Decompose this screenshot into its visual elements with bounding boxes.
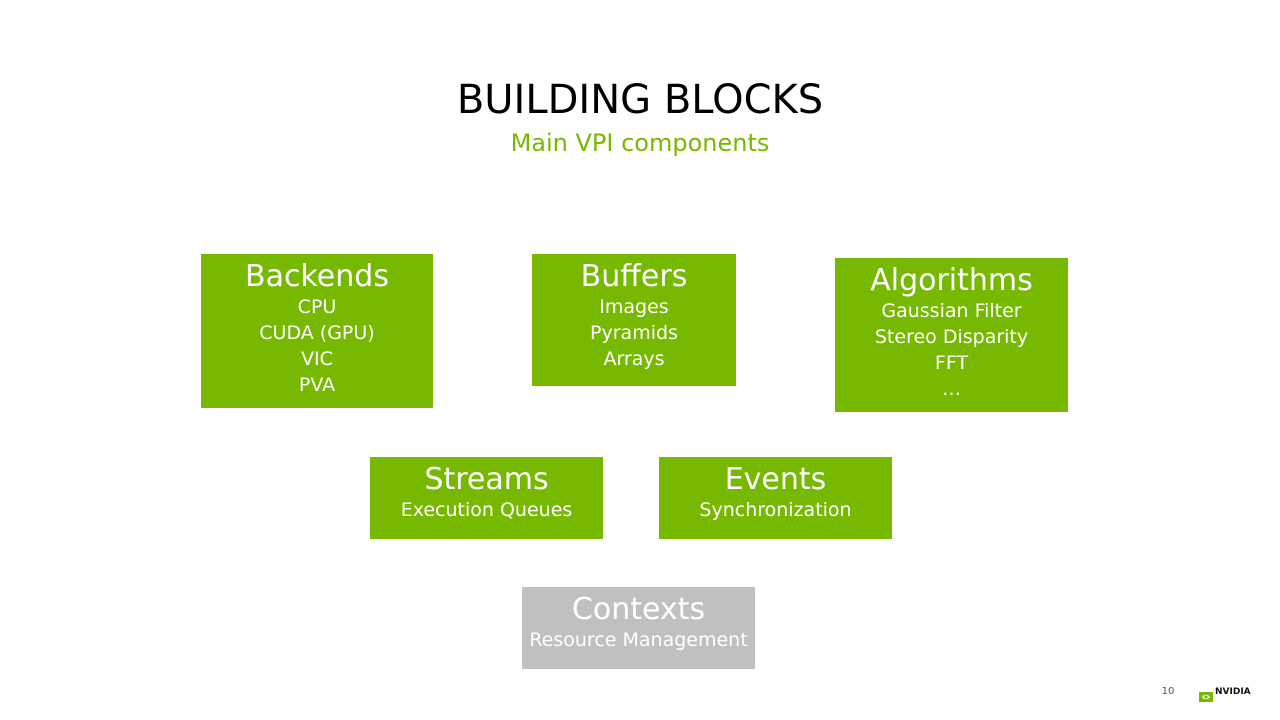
page-number: 10 (1161, 686, 1175, 697)
algorithms-item: … (942, 378, 961, 400)
backends-item: CUDA (GPU) (259, 322, 375, 344)
events-block: Events Synchronization (659, 457, 892, 539)
contexts-description: Resource Management (529, 629, 748, 651)
events-title: Events (724, 462, 827, 497)
buffers-list: Images Pyramids Arrays (532, 294, 736, 372)
buffers-item: Arrays (603, 348, 665, 370)
algorithms-block: Algorithms Gaussian Filter Stereo Dispar… (835, 258, 1068, 412)
buffers-title: Buffers (580, 259, 688, 294)
contexts-block: Contexts Resource Management (522, 587, 755, 669)
logo-wordmark: NVIDIA (1215, 687, 1251, 697)
slide-subtitle: Main VPI components (510, 129, 770, 157)
events-description: Synchronization (699, 499, 852, 521)
buffers-item: Images (599, 296, 669, 318)
streams-description: Execution Queues (400, 499, 573, 521)
contexts-title: Contexts (571, 592, 706, 627)
backends-block: Backends CPU CUDA (GPU) VIC PVA (201, 254, 433, 408)
backends-item: VIC (301, 348, 333, 370)
algorithms-item: Gaussian Filter (881, 300, 1022, 322)
backends-item: PVA (298, 374, 336, 396)
backends-item: CPU (297, 296, 337, 318)
nvidia-eye-icon (1199, 687, 1213, 702)
algorithms-list: Gaussian Filter Stereo Disparity FFT … (835, 298, 1068, 402)
slide-title: BUILDING BLOCKS (456, 77, 824, 123)
backends-list: CPU CUDA (GPU) VIC PVA (201, 294, 433, 398)
nvidia-logo: NVIDIA (1199, 685, 1251, 702)
backends-title: Backends (245, 259, 389, 294)
buffers-item: Pyramids (590, 322, 678, 344)
buffers-block: Buffers Images Pyramids Arrays (532, 254, 736, 386)
algorithms-item: FFT (934, 352, 969, 374)
algorithms-item: Stereo Disparity (874, 326, 1029, 348)
streams-block: Streams Execution Queues (370, 457, 603, 539)
streams-title: Streams (424, 462, 549, 497)
algorithms-title: Algorithms (870, 263, 1033, 298)
